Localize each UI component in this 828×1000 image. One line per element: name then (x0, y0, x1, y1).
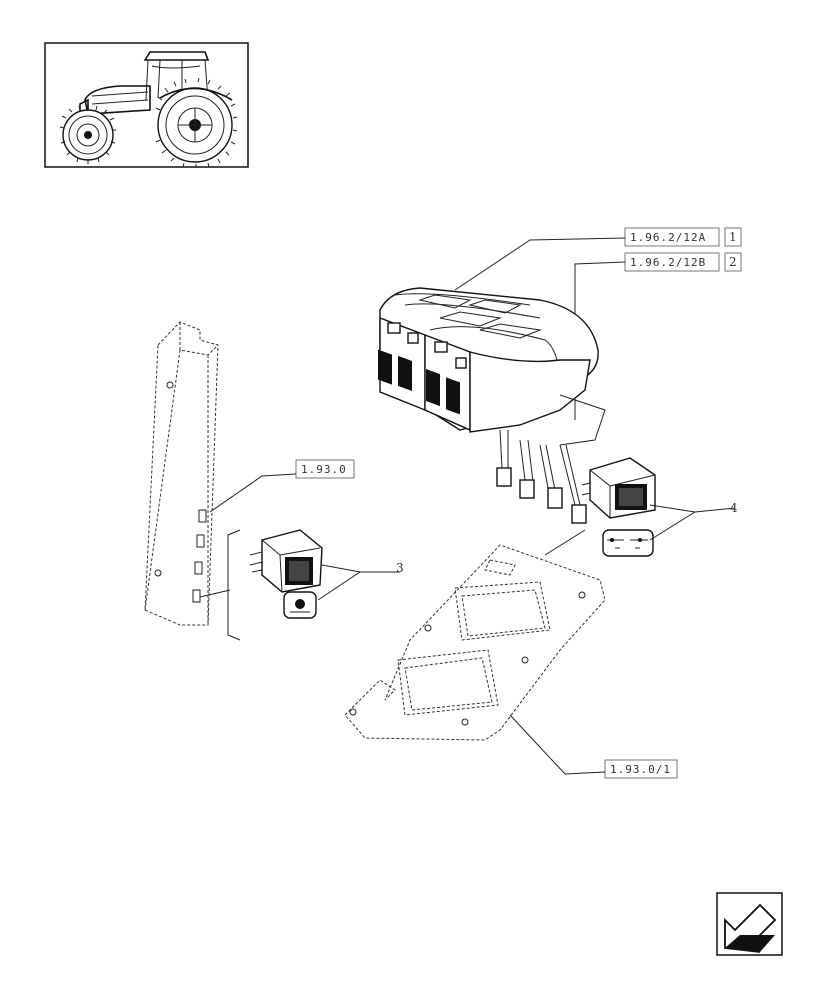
floor-mat (344, 544, 606, 741)
reference-label-1: 1.96.2/12A (630, 231, 706, 244)
reference-item-2: 2 (729, 255, 737, 269)
reference-item-1: 1 (729, 230, 737, 244)
bracket-pointer (199, 589, 231, 598)
leader-line-3 (317, 564, 400, 601)
leader-line-4 (649, 504, 736, 541)
tractor-thumbnail (44, 42, 249, 168)
callout-4: 4 (730, 501, 738, 515)
leader-line-1 (454, 237, 626, 291)
callout-3: 3 (396, 561, 404, 575)
reference-box-2[interactable]: 1.96.2/12B 2 (624, 252, 742, 272)
rocker-switch-4 (581, 457, 656, 557)
reference-label-mat: 1.93.0/1 (610, 763, 671, 776)
leader-line-4b (544, 529, 586, 556)
hydraulic-symbol-icon (602, 529, 654, 557)
reference-label-2: 1.96.2/12B (630, 256, 706, 269)
tractor-icon (59, 51, 238, 168)
switch-console (378, 287, 606, 524)
next-page-arrow-icon (724, 903, 777, 953)
reference-box-1[interactable]: 1.96.2/12A 1 (624, 227, 742, 247)
next-page-button[interactable] (716, 892, 783, 956)
reference-label-post: 1.93.0 (301, 463, 347, 476)
bracket-line (227, 529, 241, 641)
leader-line-mat (509, 714, 606, 775)
leader-line-post (209, 473, 297, 513)
rocker-switch-3 (249, 529, 323, 619)
reference-box-post[interactable]: 1.93.0 (295, 459, 355, 479)
reference-box-mat[interactable]: 1.93.0/1 (604, 759, 678, 779)
vertical-post (144, 321, 219, 626)
